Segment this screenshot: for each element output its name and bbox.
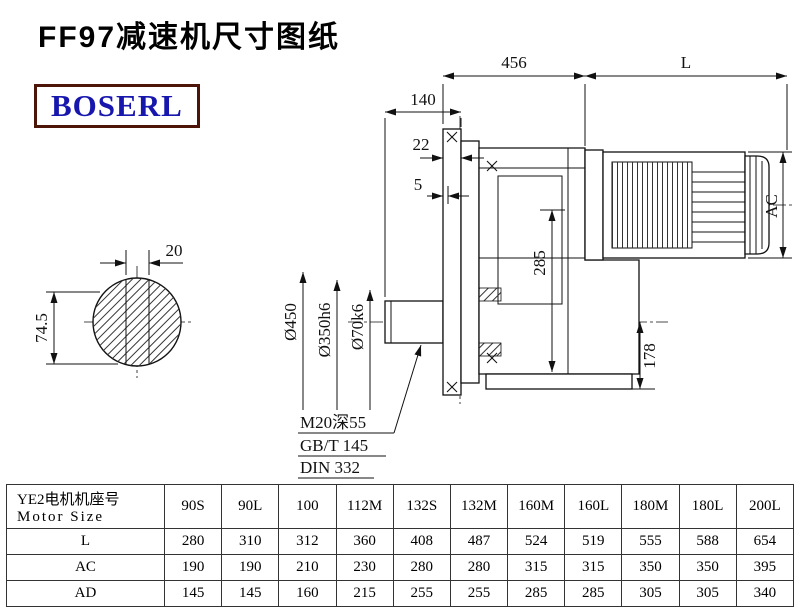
motor-size-header-cn: YE2电机机座号 xyxy=(17,491,120,508)
bolt-marks xyxy=(446,131,498,393)
row-label-l: L xyxy=(6,528,165,555)
technical-drawing: 20 74.5 xyxy=(32,53,793,479)
cell: 524 xyxy=(507,528,566,555)
cell: 305 xyxy=(621,580,680,607)
col-header-90l: 90L xyxy=(221,484,280,529)
cell: 255 xyxy=(392,580,451,607)
dim-motor-diameter: AC xyxy=(762,194,781,218)
table-row-ad: AD 145 145 160 215 255 255 285 285 305 3… xyxy=(6,580,795,607)
col-header-112m: 112M xyxy=(335,484,394,529)
cell: 190 xyxy=(163,554,223,581)
row-label-ac: AC xyxy=(6,554,165,581)
cell: 350 xyxy=(678,554,737,581)
output-shaft xyxy=(384,300,444,344)
cell: 285 xyxy=(507,580,566,607)
cell: 519 xyxy=(564,528,623,555)
col-header-180l: 180L xyxy=(678,484,737,529)
cell: 340 xyxy=(735,580,795,607)
boserl-logo: BOSERL xyxy=(34,84,200,128)
boserl-logo-text: BOSERL xyxy=(51,88,183,123)
cell: 280 xyxy=(449,554,509,581)
dim-overall-width: 456 xyxy=(501,53,527,72)
dim-spigot-dia: Ø350h6 xyxy=(315,303,334,358)
page-title: FF97减速机尺寸图纸 xyxy=(38,21,341,54)
cell: 160 xyxy=(278,580,337,607)
dimensions: 456 L 140 22 5 AC 285 178 Ø4 xyxy=(281,53,792,479)
dim-shaft-length: 140 xyxy=(410,90,436,109)
col-header-180m: 180M xyxy=(621,484,680,529)
cell: 312 xyxy=(278,528,337,555)
cell: 285 xyxy=(564,580,623,607)
shaft-section-view: 20 74.5 xyxy=(32,241,183,367)
col-header-132s: 132S xyxy=(392,484,451,529)
dim-key-height: 74.5 xyxy=(32,313,51,343)
cell: 255 xyxy=(449,580,509,607)
gear-housing xyxy=(446,131,640,393)
fan-cover xyxy=(744,155,770,255)
cell: 588 xyxy=(678,528,737,555)
note-thread: M20深55 xyxy=(300,413,366,432)
dim-foot-height: 178 xyxy=(640,343,659,369)
dim-key-width: 20 xyxy=(166,241,183,260)
cell: 408 xyxy=(392,528,451,555)
cell: 215 xyxy=(335,580,394,607)
thread-notes: M20深55 GB/T 145 DIN 332 xyxy=(298,344,422,479)
cell: 360 xyxy=(335,528,394,555)
dim-shaft-dia: Ø70k6 xyxy=(348,304,367,350)
cell: 210 xyxy=(278,554,337,581)
motor-fins xyxy=(692,171,745,243)
col-header-200l: 200L xyxy=(735,484,795,529)
col-header-90s: 90S xyxy=(163,484,223,529)
cell: 280 xyxy=(163,528,223,555)
dim-flange-od: Ø450 xyxy=(281,303,300,341)
row-label-ad: AD xyxy=(6,580,165,607)
dim-motor-length: L xyxy=(681,53,691,72)
cell: 145 xyxy=(221,580,280,607)
cell: 654 xyxy=(735,528,795,555)
cell: 315 xyxy=(564,554,623,581)
motor-size-header: YE2电机机座号 Motor Size xyxy=(6,484,165,529)
col-header-132m: 132M xyxy=(449,484,509,529)
cell: 305 xyxy=(678,580,737,607)
cell: 395 xyxy=(735,554,795,581)
cell: 280 xyxy=(392,554,451,581)
col-header-160m: 160M xyxy=(507,484,566,529)
motor-stator xyxy=(612,162,692,248)
cell: 315 xyxy=(507,554,566,581)
cell: 145 xyxy=(163,580,223,607)
table-row-l: L 280 310 312 360 408 487 524 519 555 58… xyxy=(6,528,795,555)
output-flange xyxy=(442,128,480,396)
motor-size-header-en: Motor Size xyxy=(17,508,105,525)
note-gb-standard: GB/T 145 xyxy=(300,436,368,455)
cell: 555 xyxy=(621,528,680,555)
cell: 487 xyxy=(449,528,509,555)
dim-spigot: 5 xyxy=(414,175,423,194)
cell: 310 xyxy=(221,528,280,555)
col-header-160l: 160L xyxy=(564,484,623,529)
dim-flange-thickness: 22 xyxy=(413,135,430,154)
dim-center-height: 285 xyxy=(530,250,549,276)
col-header-100: 100 xyxy=(278,484,337,529)
note-din-standard: DIN 332 xyxy=(300,458,360,477)
cell: 350 xyxy=(621,554,680,581)
dimension-table: YE2电机机座号 Motor Size 90S 90L 100 112M 132… xyxy=(6,484,795,607)
motor xyxy=(584,149,770,261)
cell: 190 xyxy=(221,554,280,581)
table-header-row: YE2电机机座号 Motor Size 90S 90L 100 112M 132… xyxy=(6,484,795,529)
table-row-ac: AC 190 190 210 230 280 280 315 315 350 3… xyxy=(6,554,795,581)
cell: 230 xyxy=(335,554,394,581)
